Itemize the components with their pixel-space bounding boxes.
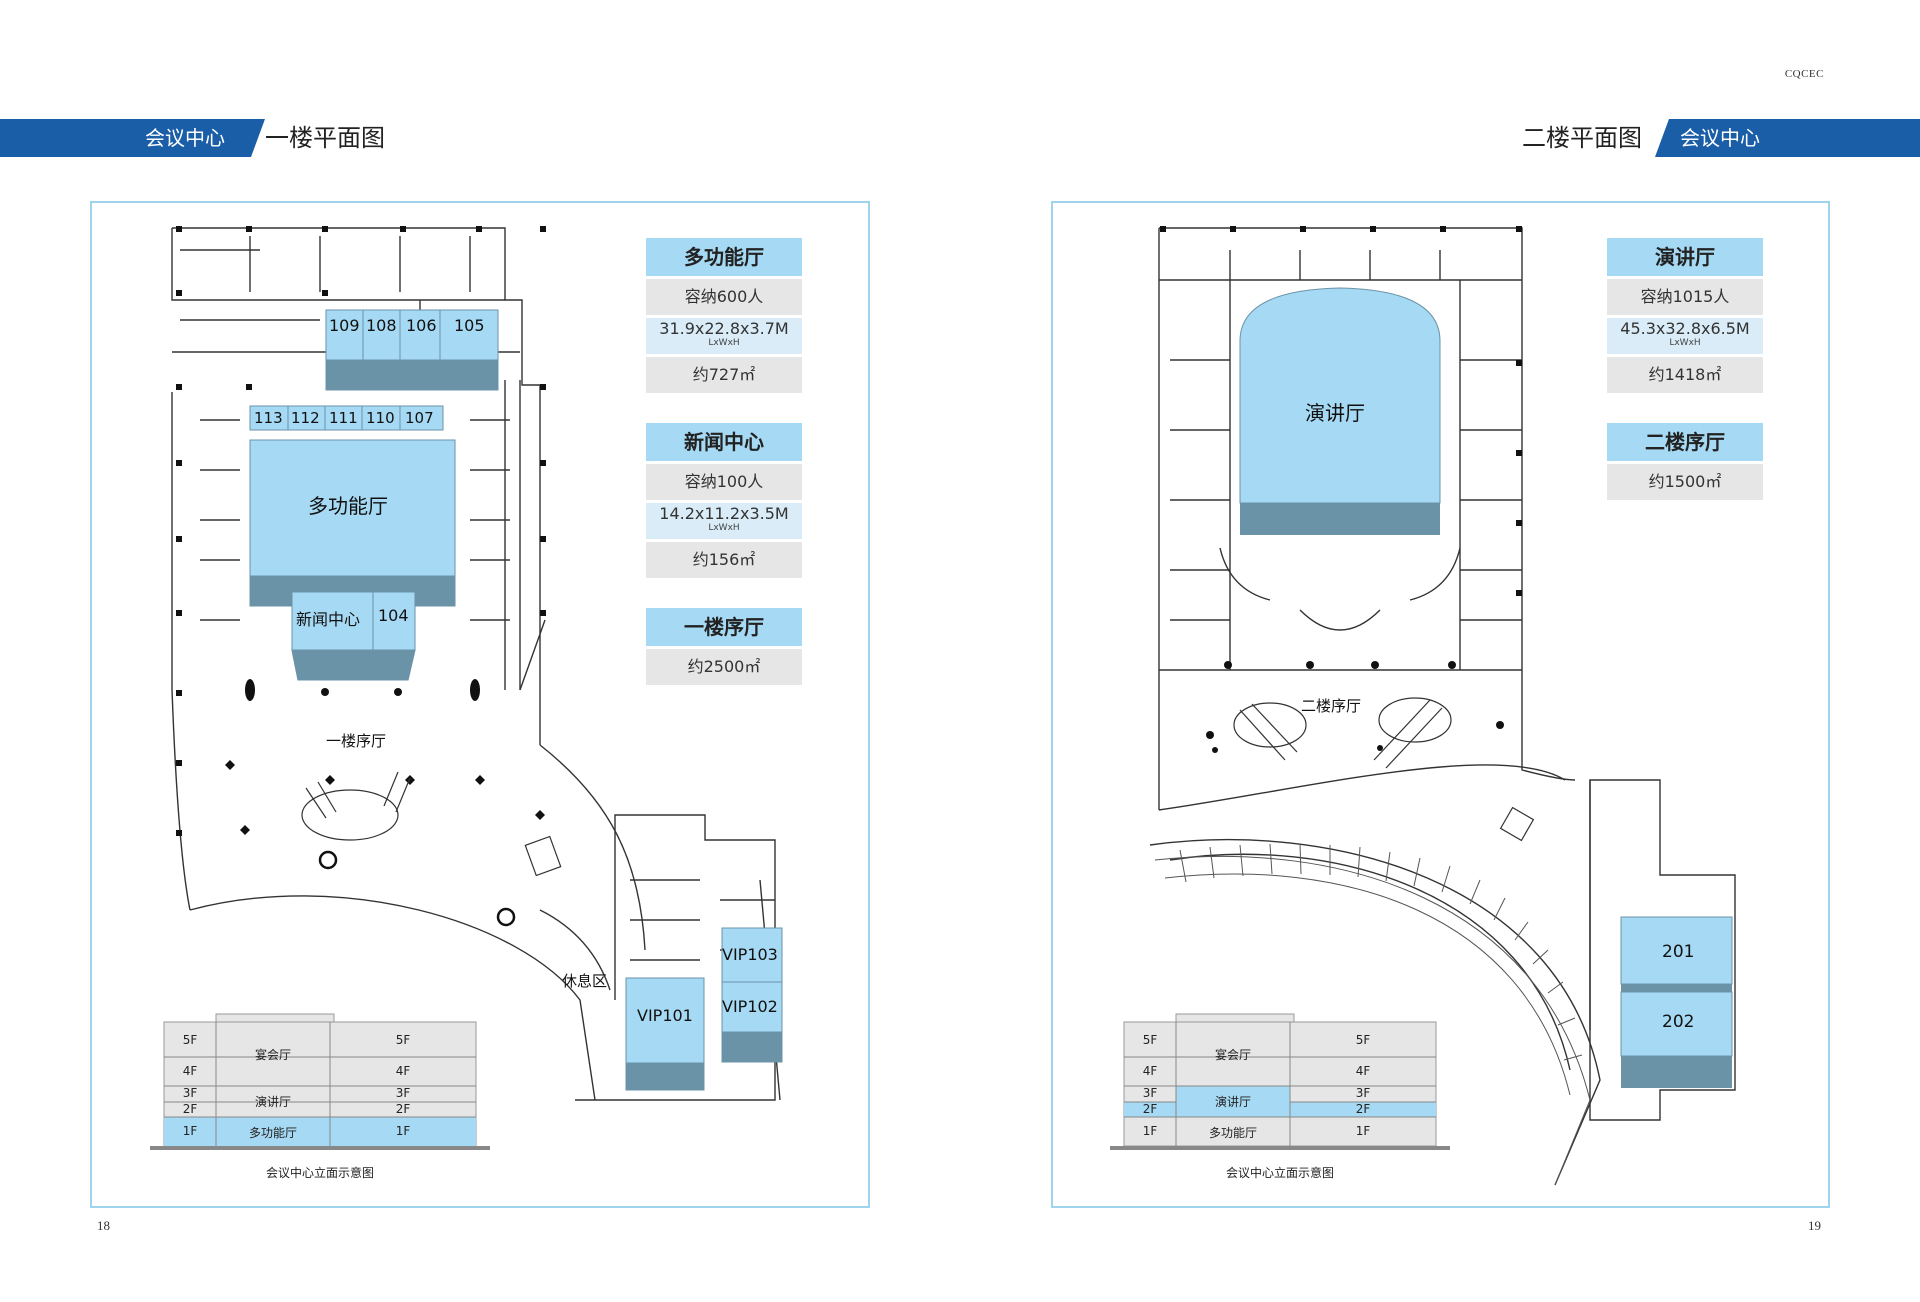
elev-l-3f: 3F bbox=[182, 1086, 198, 1100]
vip103-label: VIP103 bbox=[722, 945, 778, 964]
elev-l-r1: 1F bbox=[395, 1124, 411, 1138]
elev-l-5f: 5F bbox=[182, 1033, 198, 1047]
room-109-label: 109 bbox=[329, 316, 360, 335]
elev-l-4f: 4F bbox=[182, 1064, 198, 1078]
info-multi-dim-value: 31.9x22.8x3.7M bbox=[659, 319, 789, 338]
elev-l-2f: 2F bbox=[182, 1102, 198, 1116]
room-112-label: 112 bbox=[291, 409, 320, 427]
left-page-title: 一楼平面图 bbox=[265, 124, 385, 152]
info-lecture-area: 约1418㎡ bbox=[1607, 357, 1763, 393]
vip102-label: VIP102 bbox=[722, 997, 778, 1016]
info-press-capacity: 容纳100人 bbox=[646, 464, 802, 500]
elev-r-r4: 4F bbox=[1355, 1064, 1371, 1078]
elev-l-multi: 多功能厅 bbox=[248, 1126, 297, 1140]
first-floor-rooms bbox=[249, 309, 783, 1091]
right-page-title: 二楼平面图 bbox=[1522, 124, 1642, 152]
elev-l-r4: 4F bbox=[395, 1064, 411, 1078]
second-floor-plan bbox=[1149, 226, 1736, 1186]
second-lobby-label: 二楼序厅 bbox=[1301, 697, 1362, 715]
room-107-label: 107 bbox=[405, 409, 434, 427]
lounge-label: 休息区 bbox=[562, 972, 608, 990]
info-multi-capacity: 容纳600人 bbox=[646, 279, 802, 315]
elev-l-caption: 会议中心立面示意图 bbox=[265, 1166, 374, 1180]
elev-r-lecture: 演讲厅 bbox=[1214, 1095, 1251, 1109]
elev-l-r3: 3F bbox=[395, 1086, 411, 1100]
page-number-right: 19 bbox=[1808, 1218, 1821, 1233]
section-band-right: 会议中心 bbox=[1655, 119, 1920, 157]
room-111-label: 111 bbox=[329, 409, 358, 427]
info-press-area: 约156㎡ bbox=[646, 542, 802, 578]
elev-r-5f: 5F bbox=[1142, 1033, 1158, 1047]
info-multi-dim-unit: LxWxH bbox=[708, 338, 740, 348]
elev-r-2f: 2F bbox=[1142, 1102, 1158, 1116]
elev-r-r3: 3F bbox=[1355, 1086, 1371, 1100]
page-number-left: 18 bbox=[97, 1218, 110, 1233]
elev-r-r5: 5F bbox=[1355, 1033, 1371, 1047]
elev-l-banquet: 宴会厅 bbox=[254, 1048, 291, 1062]
multi-hall-label: 多功能厅 bbox=[308, 494, 388, 518]
left-plan-frame bbox=[90, 201, 870, 1208]
info-press-name: 新闻中心 bbox=[646, 423, 802, 461]
elev-r-3f: 3F bbox=[1142, 1086, 1158, 1100]
info-lecture-capacity: 容纳1015人 bbox=[1607, 279, 1763, 315]
elev-r-r2: 2F bbox=[1355, 1102, 1371, 1116]
info-press-dim-unit: LxWxH bbox=[708, 523, 740, 533]
elev-r-1f: 1F bbox=[1142, 1124, 1158, 1138]
vip101-label: VIP101 bbox=[637, 1006, 693, 1025]
info-press-dim-value: 14.2x11.2x3.5M bbox=[659, 504, 789, 523]
info-lecture-dim-value: 45.3x32.8x6.5M bbox=[1620, 319, 1750, 338]
room-202-label: 202 bbox=[1662, 1012, 1695, 1032]
info-lecture-name: 演讲厅 bbox=[1607, 238, 1763, 276]
elev-r-multi: 多功能厅 bbox=[1208, 1126, 1257, 1140]
right-plan-frame bbox=[1051, 201, 1830, 1208]
elev-r-caption: 会议中心立面示意图 bbox=[1225, 1166, 1334, 1180]
info-lecture-dim-unit: LxWxH bbox=[1669, 338, 1701, 348]
room-106-label: 106 bbox=[406, 316, 437, 335]
section-label-right: 会议中心 bbox=[1680, 126, 1760, 150]
info-first-lobby-area: 约2500㎡ bbox=[646, 649, 802, 685]
right-elevation-diagram bbox=[1110, 1013, 1450, 1150]
elev-l-r5: 5F bbox=[395, 1033, 411, 1047]
elev-r-4f: 4F bbox=[1142, 1064, 1158, 1078]
first-floor-plan bbox=[171, 226, 781, 1101]
room-108-label: 108 bbox=[366, 316, 397, 335]
first-lobby-label: 一楼序厅 bbox=[326, 732, 387, 750]
elev-r-banquet: 宴会厅 bbox=[1214, 1048, 1251, 1062]
press-center-label: 新闻中心 bbox=[296, 610, 361, 629]
info-first-lobby-name: 一楼序厅 bbox=[646, 608, 802, 646]
info-second-lobby-name: 二楼序厅 bbox=[1607, 423, 1763, 461]
elev-l-1f: 1F bbox=[182, 1124, 198, 1138]
room-110-label: 110 bbox=[366, 409, 395, 427]
left-elevation-diagram bbox=[150, 1013, 490, 1150]
elev-r-r1: 1F bbox=[1355, 1124, 1371, 1138]
elev-l-r2: 2F bbox=[395, 1102, 411, 1116]
lecture-hall-label: 演讲厅 bbox=[1305, 401, 1365, 425]
info-multi-name: 多功能厅 bbox=[646, 238, 802, 276]
room-105-label: 105 bbox=[454, 316, 485, 335]
room-201-label: 201 bbox=[1662, 942, 1695, 962]
section-label-left: 会议中心 bbox=[145, 126, 225, 150]
info-second-lobby-area: 约1500㎡ bbox=[1607, 464, 1763, 500]
room-104-label: 104 bbox=[378, 606, 409, 625]
elev-l-lecture: 演讲厅 bbox=[254, 1095, 291, 1109]
room-113-label: 113 bbox=[254, 409, 283, 427]
brand-mark: CQCEC bbox=[1784, 68, 1824, 80]
second-floor-rooms bbox=[1239, 287, 1733, 1088]
info-multi-area: 约727㎡ bbox=[646, 357, 802, 393]
section-band-left: 会议中心 bbox=[0, 119, 265, 157]
